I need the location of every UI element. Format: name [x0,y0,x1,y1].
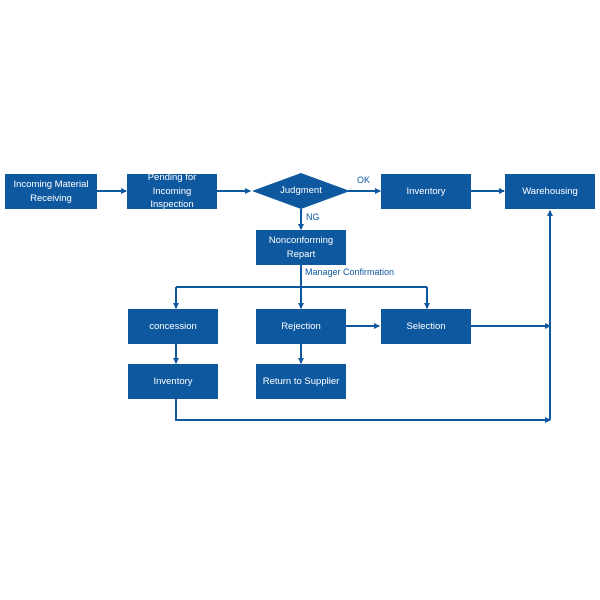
node-selection: Selection [381,309,471,344]
node-concession: concession [128,309,218,344]
node-inventory-bottom: Inventory [128,364,218,399]
node-nonconforming-report: Nonconforming Repart [256,230,346,265]
edge-label-ok: OK [357,175,371,185]
node-rejection: Rejection [256,309,346,344]
node-return-to-supplier: Return to Supplier [256,364,346,399]
node-warehousing: Warehousing [505,174,595,209]
node-judgment-label: Judgment [280,185,322,196]
edge-label-manager-confirmation: Manager Confirmation [305,267,395,277]
node-incoming-material: Incoming Material Receiving [5,174,97,209]
edge-inventory-to-warehousing-return [175,399,551,423]
node-pending-inspection: Pending for Incoming Inspection [127,172,217,210]
node-inventory-top: Inventory [381,174,471,209]
judgment-diamond [252,173,350,209]
edge-label-ng: NG [306,212,320,222]
